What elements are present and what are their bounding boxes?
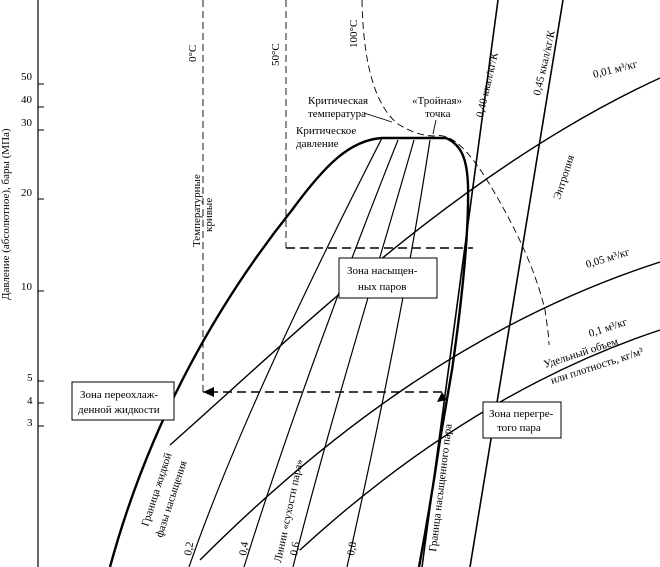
saturated-zone-label-1: Зона насыщен- — [347, 265, 418, 277]
entropy-line-040 — [421, 0, 499, 567]
entropy-lines — [421, 0, 564, 567]
quality-08-label: 0,8 — [345, 540, 359, 556]
critical-temp-leader — [363, 112, 393, 123]
critical-pressure-label-1: Критическое — [296, 125, 356, 137]
temperature-curves-caption-1: Температурные — [191, 174, 203, 247]
quality-lines — [188, 137, 431, 567]
volume-001-label: 0,01 м³/кг — [592, 58, 639, 81]
triple-point-leader — [432, 119, 437, 135]
triple-point-label-2: точка — [425, 108, 451, 120]
quality-02-label: 0,2 — [182, 541, 196, 557]
cycle-arrow-left — [203, 387, 214, 397]
saturated-zone-label-2: ных паров — [358, 281, 407, 293]
volume-line-005 — [199, 261, 660, 561]
superheated-zone-label-2: того пара — [497, 422, 541, 434]
y-tick-label-3: 3 — [27, 417, 33, 429]
volume-lines — [169, 77, 660, 561]
process-cycle — [203, 247, 473, 393]
isotherm-0c-label: 0°C — [187, 45, 199, 62]
entropy-line-045 — [469, 0, 564, 567]
quality-line-02 — [188, 137, 383, 567]
critical-pressure-label-2: давление — [296, 138, 339, 150]
y-tick-label-5: 5 — [27, 372, 33, 384]
y-tick-label-10: 10 — [21, 281, 33, 293]
vapor-boundary-label: Граница насыщенного пара — [427, 423, 455, 552]
y-tick-label-40: 40 — [21, 94, 33, 106]
entropy-040-label: 0,40 ккал/кг/К — [474, 51, 501, 119]
volume-line-001 — [169, 77, 660, 446]
temperature-curves-caption-2: кривые — [203, 198, 215, 232]
volume-line-01 — [299, 329, 660, 551]
subcooled-zone-label-1: Зона переохлаж- — [80, 389, 158, 401]
critical-temp-label-1: Критическая — [308, 95, 368, 107]
quality-04-label: 0,4 — [237, 540, 251, 556]
volume-005-label: 0,05 м³/кг — [584, 246, 631, 271]
subcooled-zone-box — [71, 381, 175, 421]
quality-line-06 — [292, 139, 415, 567]
cycle-arrow-point — [437, 392, 447, 402]
isotherm-100c — [361, 0, 550, 346]
volume-01-label: 0,1 м³/кг — [587, 316, 629, 340]
quality-line-08 — [346, 139, 431, 567]
isotherm-50c-label: 50°C — [270, 43, 282, 66]
isotherm-100c-label: 100°C — [348, 20, 360, 48]
saturated-zone-box — [338, 257, 438, 299]
quality-06-label: 0,6 — [288, 540, 302, 556]
y-tick-label-20: 20 — [21, 187, 33, 199]
subcooled-zone-label-2: денной жидкости — [78, 404, 160, 416]
superheated-zone-label-1: Зона перегре- — [489, 408, 554, 420]
triple-point-label-1: «Тройная» — [412, 95, 462, 107]
isotherms — [202, 0, 287, 392]
y-axis-ticks — [38, 83, 44, 427]
y-tick-label-30: 30 — [21, 117, 33, 129]
y-axis-label: Давление (абсолютное), бары (МПа) — [0, 128, 12, 300]
critical-temp-label-2: температура — [308, 108, 366, 120]
y-tick-label-4: 4 — [27, 395, 33, 407]
quality-line-04 — [243, 139, 399, 567]
y-tick-label-50: 50 — [21, 71, 33, 83]
entropy-caption: Энтропия — [551, 154, 577, 201]
superheated-zone-box — [482, 401, 562, 439]
entropy-045-label: 0,45 ккал/кг/К — [531, 29, 558, 97]
